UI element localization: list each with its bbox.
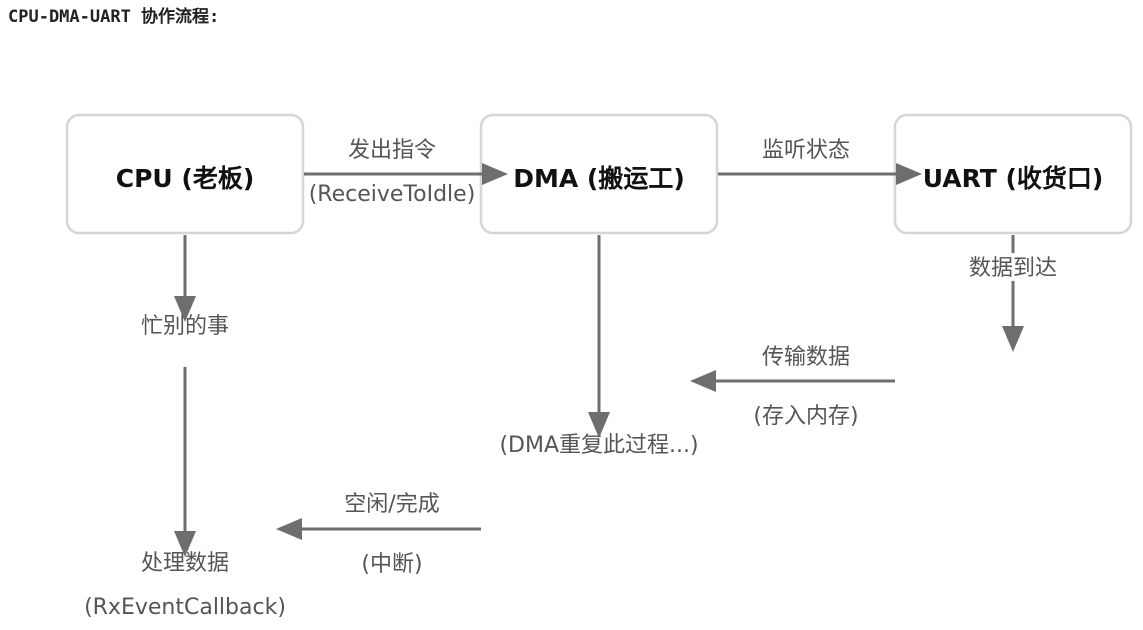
cpu-result-label: 处理数据 xyxy=(141,551,229,576)
cpu-node: CPU (老板) xyxy=(65,113,305,235)
uart-node-label: UART (收货口) xyxy=(923,164,1104,193)
cpu-result-arrow xyxy=(174,367,196,557)
transfer-arrow xyxy=(690,370,895,392)
dma-to-uart-label: 监听状态 xyxy=(762,138,850,163)
cpu-to-dma-arrow xyxy=(304,163,508,185)
cpu-to-dma-sublabel: (ReceiveToIdle) xyxy=(309,182,476,207)
dma-down-arrow xyxy=(588,235,610,438)
cpu-result-sublabel: (RxEventCallback) xyxy=(84,595,286,620)
dma-down-label: (DMA重复此过程...) xyxy=(499,433,698,458)
transfer-label: 传输数据 xyxy=(762,345,850,370)
uart-down-arrow xyxy=(1002,235,1024,352)
dma-node-label: DMA (搬运工) xyxy=(513,164,685,193)
uart-down-label: 数据到达 xyxy=(969,256,1057,281)
cpu-to-dma-label: 发出指令 xyxy=(348,138,436,163)
cpu-node-label: CPU (老板) xyxy=(116,164,255,193)
dma-to-uart-arrow xyxy=(718,163,922,185)
cpu-down-arrow xyxy=(174,235,196,322)
page-title: CPU-DMA-UART 协作流程: xyxy=(8,7,220,27)
cpu-down-label: 忙别的事 xyxy=(141,314,229,339)
transfer-sublabel: (存入内存) xyxy=(753,404,858,429)
idle-arrow xyxy=(276,518,481,540)
idle-sublabel: (中断) xyxy=(361,552,422,577)
uart-node: UART (收货口) xyxy=(893,113,1133,235)
idle-label: 空闲/完成 xyxy=(344,492,439,517)
dma-node: DMA (搬运工) xyxy=(479,113,719,235)
